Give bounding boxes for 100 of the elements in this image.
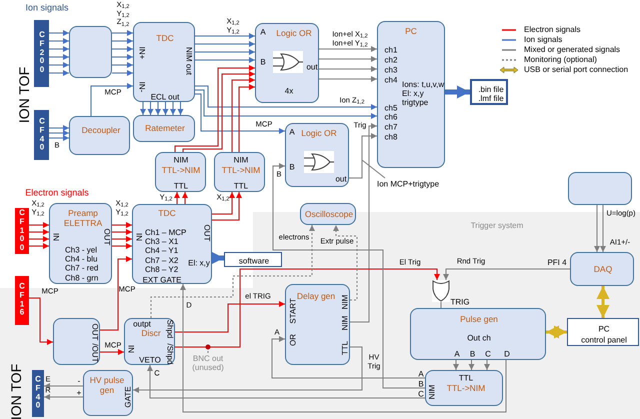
arrow	[112, 46, 134, 52]
device-name: HV pulse gen	[88, 376, 125, 396]
arrow	[194, 33, 256, 39]
arrow	[232, 77, 256, 152]
arrow	[100, 256, 132, 330]
port-label: OR	[288, 334, 298, 346]
device-box	[300, 203, 356, 225]
box-text: PC	[598, 324, 610, 334]
port-label: D	[504, 349, 510, 359]
arrow	[48, 130, 70, 136]
arrow	[28, 236, 50, 242]
process-box	[567, 318, 639, 346]
flange-port	[15, 208, 29, 254]
process-box	[224, 252, 282, 267]
port-label: GATE	[123, 386, 133, 408]
port-label: out	[306, 62, 318, 72]
arrow	[112, 222, 132, 228]
leader-line	[362, 160, 386, 178]
arrow	[194, 94, 286, 134]
arrow	[178, 102, 184, 116]
legend-text: Mixed or generated signals	[524, 46, 620, 54]
arrow	[28, 298, 54, 345]
port-label: A	[418, 369, 424, 379]
device-name: Pulse gen	[460, 315, 498, 325]
device-name: TDC	[156, 34, 174, 44]
annotation-text: Electron signals	[25, 188, 89, 198]
arrow	[212, 192, 235, 214]
arrow	[48, 54, 70, 60]
arrow	[318, 66, 378, 72]
port-label: NIM	[427, 384, 437, 400]
arrow	[48, 70, 70, 76]
arrow	[180, 284, 506, 412]
port-label: IN	[126, 345, 136, 353]
port-label: C	[485, 349, 491, 359]
device-name: TTL->NIM	[222, 166, 260, 176]
arrow	[155, 102, 161, 116]
device-name: Ratemeter	[145, 124, 185, 134]
device-box	[49, 203, 112, 284]
port-label: C	[418, 389, 424, 399]
box-text: control panel	[581, 335, 627, 345]
arrow	[140, 102, 146, 116]
flange-port	[34, 110, 49, 160]
annotation-text: Ion MCP+trigtype	[376, 179, 440, 189]
flange-label: CF40	[34, 375, 42, 411]
port-label: NIM	[340, 294, 350, 310]
device-box	[214, 152, 265, 192]
device-box	[69, 26, 112, 78]
arrow	[453, 360, 459, 370]
device-box	[377, 21, 445, 168]
port-label: outpt	[133, 319, 151, 329]
port-label: A	[289, 127, 295, 137]
device-box	[69, 116, 130, 155]
port-label: ch8	[384, 132, 398, 142]
port-label: IN-	[137, 82, 147, 92]
legend-text: Monitoring (optional)	[524, 56, 597, 64]
port-label: IN+	[137, 46, 147, 60]
device-name: Decoupler	[82, 126, 120, 136]
arrow	[170, 102, 176, 116]
device-name: Oscilloscope	[304, 210, 354, 220]
flange-port	[32, 370, 44, 417]
arrow	[333, 224, 358, 300]
device-name: PC	[405, 27, 417, 37]
output-file-box	[470, 79, 508, 105]
legend-text: Ion signals	[524, 36, 562, 44]
arrow	[112, 62, 134, 68]
arrow	[468, 360, 474, 370]
block-arrow	[445, 86, 470, 98]
device-box	[285, 284, 350, 365]
arrow	[44, 394, 84, 400]
flange-label: CF16	[18, 282, 26, 318]
double-arrow	[546, 326, 567, 338]
arrow	[594, 204, 600, 252]
device-box	[132, 204, 212, 284]
port-label: VETO	[139, 355, 161, 365]
arrow	[48, 30, 70, 36]
arrow	[174, 192, 180, 204]
arrow	[174, 65, 256, 152]
arrow	[112, 243, 132, 249]
device-name: Discr	[141, 329, 161, 339]
arrow	[100, 349, 124, 355]
arrow	[600, 204, 606, 252]
block-arrow	[211, 252, 224, 264]
port-label: Out ch	[467, 333, 491, 343]
arrow	[112, 236, 132, 242]
arrow	[150, 224, 315, 318]
port-label: TTL	[458, 373, 474, 383]
port-label: TTL	[174, 181, 188, 191]
arrow	[443, 268, 570, 280]
gate-label: TRIG	[450, 297, 470, 307]
device-box	[53, 318, 100, 365]
port-label: out	[335, 174, 347, 184]
flange-port	[34, 20, 49, 87]
double-arrow	[596, 286, 610, 318]
arrow	[132, 346, 362, 393]
arrow	[90, 83, 134, 116]
port-label: TTL	[234, 181, 248, 191]
arrow	[318, 76, 378, 82]
port-label: START	[288, 298, 298, 324]
port-label: B	[260, 57, 266, 67]
device-name: TTL->NIM	[162, 166, 200, 176]
